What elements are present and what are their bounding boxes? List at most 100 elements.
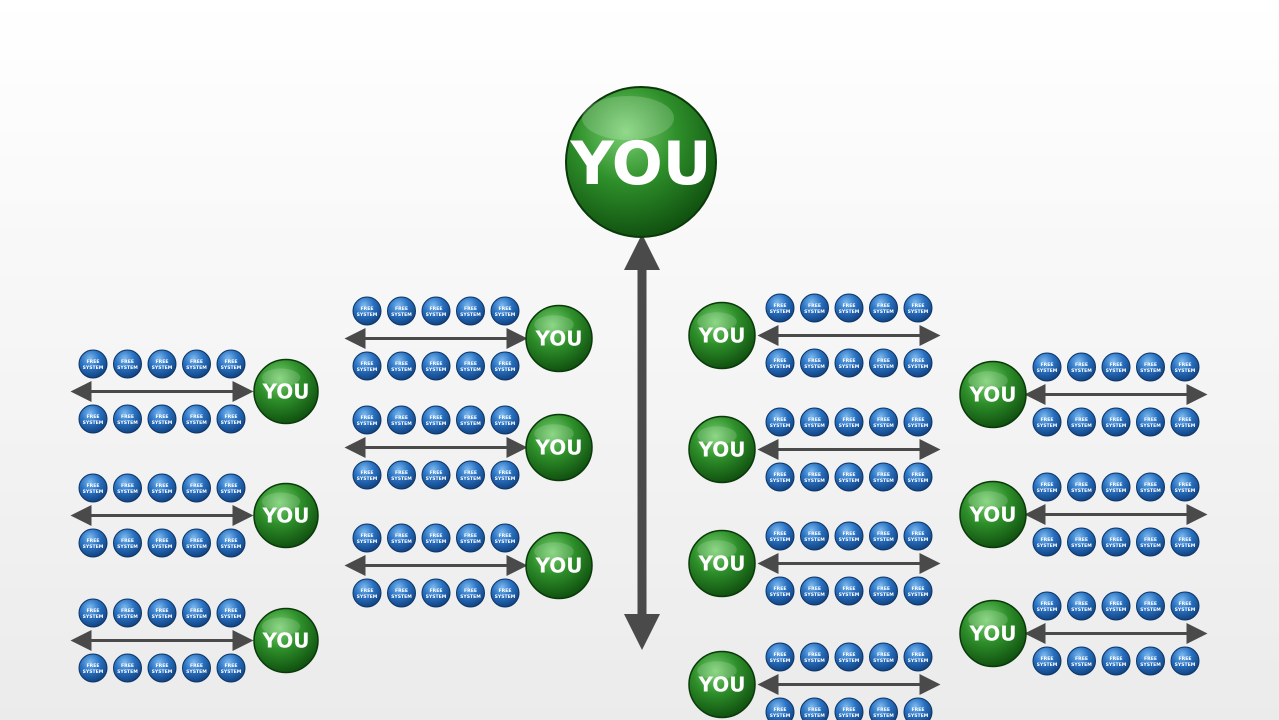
member-label: SYSTEM [873,423,894,429]
you-node-label: YOU [261,629,309,653]
you-node: YOU [525,413,593,482]
member-label: SYSTEM [1106,368,1127,374]
member-label: FREE [1179,362,1192,368]
member-circle [387,578,416,608]
member-circle [352,578,382,608]
you-group: FREESYSTEMFREESYSTEMFREESYSTEMFREESYSTEM… [688,642,941,720]
member-label: SYSTEM [83,544,104,550]
you-node-label: YOU [697,438,745,462]
member-label: SYSTEM [1106,607,1127,613]
member-circle [113,473,142,503]
member-circle [216,473,246,503]
member-label: SYSTEM [83,420,104,426]
member-label: SYSTEM [426,312,447,318]
member-label: SYSTEM [152,614,173,620]
member-label: SYSTEM [908,364,929,370]
member-label: SYSTEM [1106,662,1127,668]
you-node-highlight [261,492,301,511]
you-node-circle [525,531,593,600]
member-label: SYSTEM [804,423,825,429]
member-label: FREE [464,306,477,312]
member-label: SYSTEM [391,421,412,427]
member-label: FREE [361,361,374,367]
member-label: FREE [808,531,821,537]
member-label: SYSTEM [1106,423,1127,429]
member-label: SYSTEM [873,364,894,370]
member-label: FREE [843,417,856,423]
member-label: FREE [395,306,408,312]
member-circle [869,407,898,437]
member-circle [1101,646,1131,676]
member-circle [456,351,485,381]
member-label: FREE [430,533,443,539]
member-label: SYSTEM [221,614,242,620]
member-label: FREE [499,470,512,476]
member-circle [490,523,520,553]
member-label: SYSTEM [873,478,894,484]
member-label: FREE [774,586,787,592]
member-label: SYSTEM [186,365,207,371]
member-label: SYSTEM [186,614,207,620]
member-label: FREE [1075,537,1088,543]
member-label: SYSTEM [873,713,894,719]
member-label: SYSTEM [804,658,825,664]
member-circle [216,528,246,558]
member-label: SYSTEM [1175,368,1196,374]
you-node-label: YOU [534,554,582,578]
you-group: FREESYSTEMFREESYSTEMFREESYSTEMFREESYSTEM… [688,521,941,606]
member-label: SYSTEM [117,489,138,495]
member-label: SYSTEM [152,420,173,426]
member-circle [113,404,142,434]
member-label: FREE [430,306,443,312]
member-label: SYSTEM [1037,423,1058,429]
member-circle [869,642,898,672]
member-circle [869,293,898,323]
you-node-highlight [968,610,1008,629]
member-label: FREE [1144,482,1157,488]
you-node-circle [253,482,319,549]
member-label: SYSTEM [1175,423,1196,429]
member-circle [421,523,451,553]
member-circle [147,473,177,503]
member-label: FREE [1144,417,1157,423]
member-label: FREE [430,415,443,421]
member-label: SYSTEM [1175,662,1196,668]
member-label: FREE [225,483,238,489]
member-circle [800,293,829,323]
member-circle [147,349,177,379]
member-label: SYSTEM [460,367,481,373]
member-label: FREE [225,608,238,614]
you-node-circle [688,650,756,719]
member-label: FREE [912,358,925,364]
member-label: FREE [808,652,821,658]
member-circle [78,404,108,434]
member-label: FREE [877,586,890,592]
member-circle [182,473,211,503]
member-circle [800,697,829,720]
member-label: FREE [1144,601,1157,607]
member-label: FREE [1075,601,1088,607]
member-circle [387,296,416,326]
member-circle [834,407,864,437]
member-label: SYSTEM [1071,543,1092,549]
